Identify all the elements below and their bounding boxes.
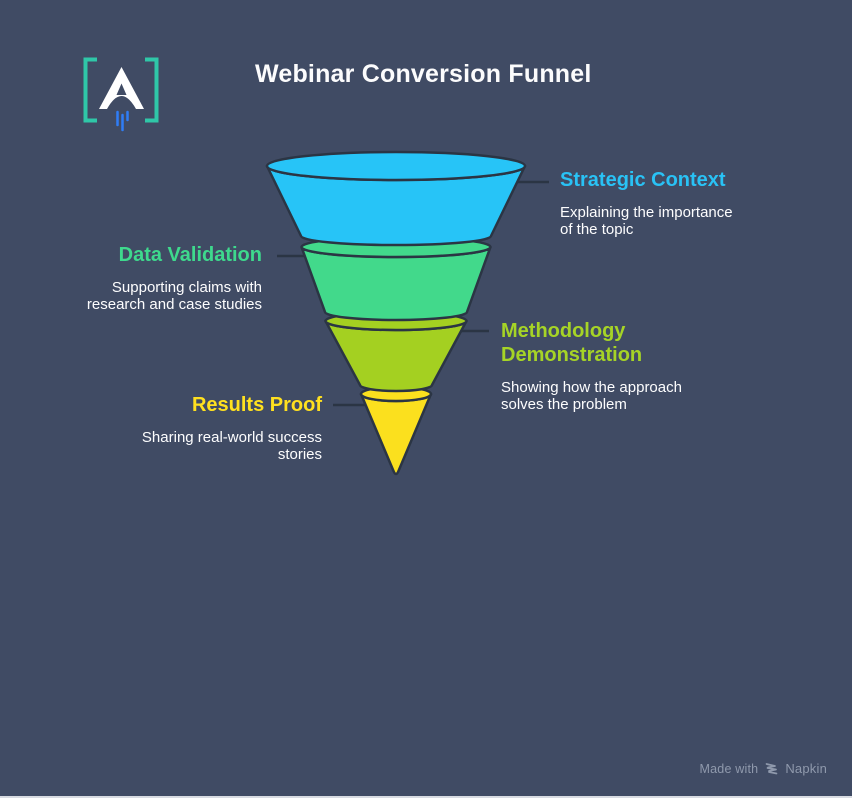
funnel-stage-strategic-context-rim	[265, 150, 527, 182]
stage-label-line: Demonstration	[501, 344, 643, 366]
stage-label: Strategic Context	[560, 169, 726, 191]
brand-logo	[83, 57, 159, 132]
stage-block-results-proof: Results Proof Sharing real-world success…	[142, 393, 322, 463]
rocket-a-icon	[99, 67, 144, 109]
funnel-stage-methodology-body	[324, 319, 468, 393]
connector-lines	[277, 180, 549, 407]
funnel-stage-results-proof-body	[359, 392, 433, 476]
stage-label: Data Validation	[118, 244, 262, 266]
stage-description-line: Showing how the approach	[501, 379, 682, 396]
watermark-prefix: Made with	[699, 761, 759, 776]
left-bracket-icon	[83, 57, 97, 123]
stage-label: Results Proof	[191, 394, 322, 416]
stage-description-line: Supporting claims with	[111, 279, 262, 296]
stage-description: Explaining the importance of the topic	[560, 204, 733, 238]
stage-description-line: Explaining the importance	[560, 204, 733, 221]
stage-description: Showing how the approach solves the prob…	[501, 379, 682, 413]
stage-description: Sharing real-world success stories	[142, 429, 322, 463]
page-title: Webinar Conversion Funnel	[255, 60, 592, 88]
watermark-brand: Napkin	[785, 761, 827, 776]
stage-label-line: Methodology	[501, 320, 626, 342]
stage-description: Supporting claims with research and case…	[87, 279, 262, 313]
stage-description-line: research and case studies	[86, 296, 262, 313]
stage-block-data-validation: Data Validation Supporting claims with r…	[87, 243, 262, 313]
napkin-chevrons-icon	[765, 762, 778, 774]
made-with-napkin-watermark[interactable]: Made with Napkin	[700, 761, 827, 776]
bottom-edge-line	[0, 796, 852, 798]
stage-description-line: solves the problem	[501, 396, 627, 413]
stage-block-methodology: Methodology Demonstration Showing how th…	[501, 319, 682, 413]
stage-block-strategic-context: Strategic Context Explaining the importa…	[560, 168, 733, 238]
stage-description-line: of the topic	[560, 221, 634, 238]
stage-description-line: Sharing real-world success	[141, 429, 322, 446]
right-bracket-icon	[145, 57, 159, 123]
exhaust-lines-icon	[116, 110, 129, 132]
stage-description-line: stories	[277, 446, 322, 463]
stage-label: Methodology Demonstration	[501, 319, 682, 367]
